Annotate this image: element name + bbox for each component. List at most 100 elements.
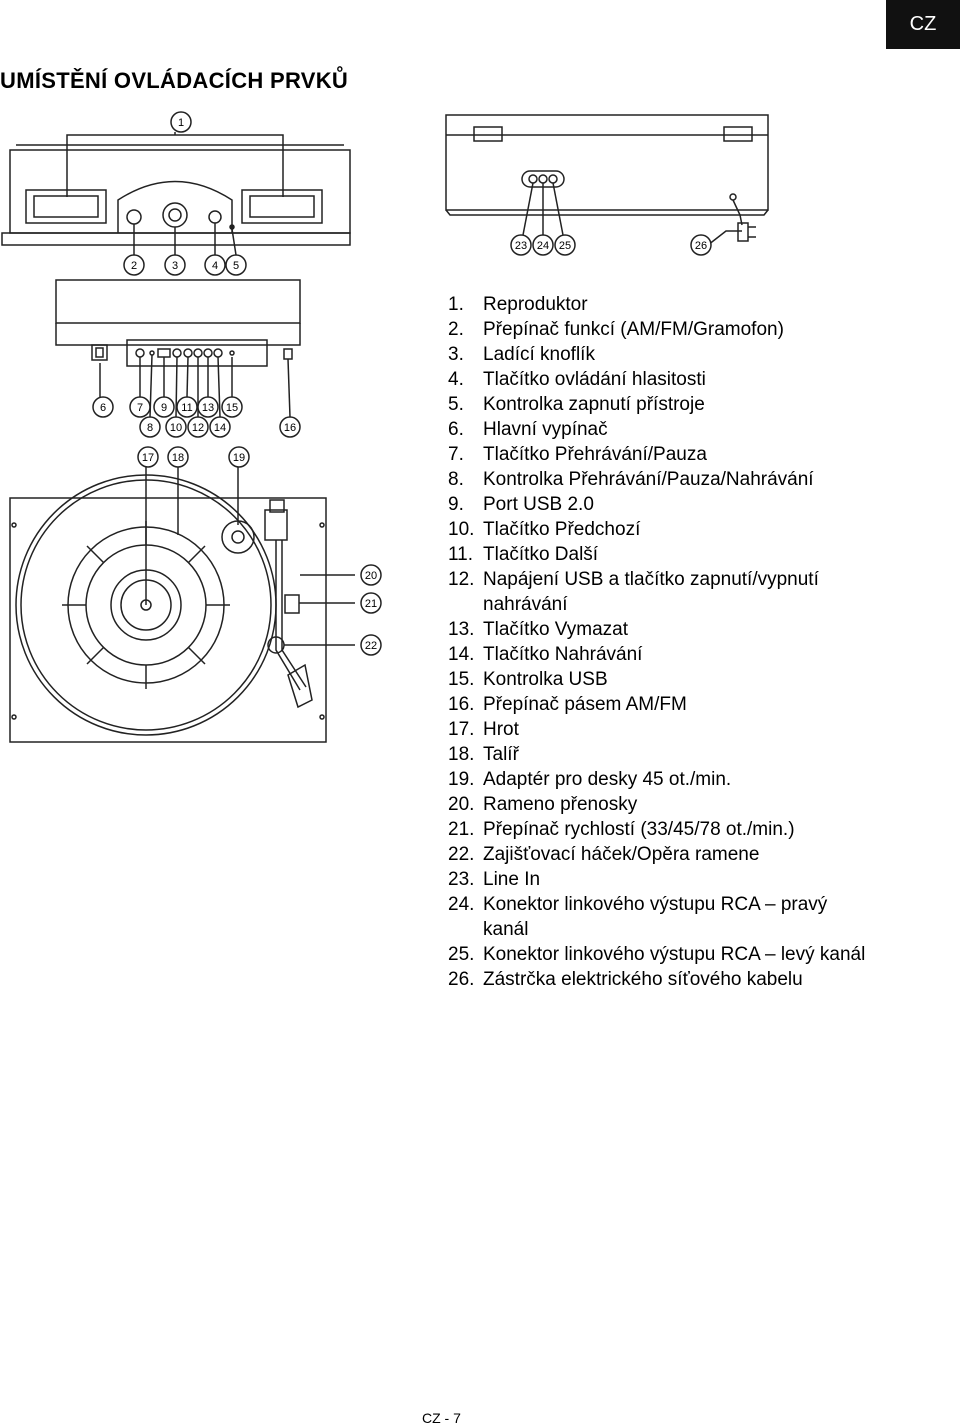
legend-item-number: 25. xyxy=(448,944,475,965)
legend-item-text: Zajišťovací háček/Opěra ramene xyxy=(483,844,760,865)
legend-item-text: Hlavní vypínač xyxy=(483,419,608,440)
legend-item-text: Konektor linkového výstupu RCA – pravý k… xyxy=(483,894,828,940)
legend-item-number: 11. xyxy=(448,544,474,565)
legend-item: 11. Tlačítko Další xyxy=(448,542,868,567)
legend-item: 5. Kontrolka zapnutí přístroje xyxy=(448,392,868,417)
legend-item-number: 17. xyxy=(448,719,475,740)
legend-item-text: Tlačítko Další xyxy=(483,544,599,565)
legend-item-number: 21. xyxy=(448,819,475,840)
callout-26: 26 xyxy=(695,240,707,252)
legend-item-number: 20. xyxy=(448,794,475,815)
legend-item-text: Přepínač pásem AM/FM xyxy=(483,694,687,715)
legend-item-number: 10. xyxy=(448,519,475,540)
callout-6: 6 xyxy=(100,402,106,414)
legend-item-text: Adaptér pro desky 45 ot./min. xyxy=(483,769,732,790)
device-diagram: 1 2 3 4 5 6 7 8 9 10 11 12 13 14 15 16 1… xyxy=(0,105,400,765)
callout-11: 11 xyxy=(181,402,192,414)
legend-item: 15. Kontrolka USB xyxy=(448,667,868,692)
legend-item-number: 15. xyxy=(448,669,475,690)
legend-item-number: 23. xyxy=(448,869,475,890)
callout-17: 17 xyxy=(142,452,154,464)
back-panel-diagram: 23 24 25 26 xyxy=(430,105,770,285)
legend-item-text: Přepínač funkcí (AM/FM/Gramofon) xyxy=(483,319,784,340)
callout-18: 18 xyxy=(172,452,184,464)
callout-16: 16 xyxy=(284,422,296,434)
legend-item: 9. Port USB 2.0 xyxy=(448,492,868,517)
legend-item-text: Port USB 2.0 xyxy=(483,494,594,515)
callout-10: 10 xyxy=(170,422,182,434)
legend-item: 24. Konektor linkového výstupu RCA – prav… xyxy=(448,892,868,942)
legend-item-text: Tlačítko Přehrávání/Pauza xyxy=(483,444,707,465)
legend-item-number: 8. xyxy=(448,469,464,490)
legend-item: 1. Reproduktor xyxy=(448,292,868,317)
legend-item: 23. Line In xyxy=(448,867,868,892)
callout-8: 8 xyxy=(147,422,153,434)
callout-13: 13 xyxy=(202,402,214,414)
legend-item-text: Tlačítko Předchozí xyxy=(483,519,641,540)
legend-item: 13. Tlačítko Vymazat xyxy=(448,617,868,642)
legend-item-text: Napájení USB a tlačítko zapnutí/vypnutí … xyxy=(483,569,819,615)
legend-item-text: Reproduktor xyxy=(483,294,588,315)
page-title: UMÍSTĚNÍ OVLÁDACÍCH PRVKŮ xyxy=(0,68,349,93)
legend-item-text: Zástrčka elektrického síťového kabelu xyxy=(483,969,803,990)
legend-item-number: 7. xyxy=(448,444,464,465)
legend-item-text: Kontrolka Přehrávání/Pauza/Nahrávání xyxy=(483,469,814,490)
callout-22: 22 xyxy=(365,640,377,652)
legend-item: 18. Talíř xyxy=(448,742,868,767)
callout-15: 15 xyxy=(226,402,238,414)
legend-item-number: 6. xyxy=(448,419,464,440)
legend-item-number: 5. xyxy=(448,394,464,415)
legend-item-text: Tlačítko Nahrávání xyxy=(483,644,643,665)
component-legend: 1. Reproduktor 2. Přepínač funkcí (AM/FM/Gr… xyxy=(448,292,868,992)
callout-9: 9 xyxy=(161,402,167,414)
legend-item-text: Rameno přenosky xyxy=(483,794,638,815)
legend-item-text: Talíř xyxy=(483,744,519,765)
callout-5: 5 xyxy=(233,260,239,272)
legend-item: 22. Zajišťovací háček/Opěra ramene xyxy=(448,842,868,867)
legend-item-text: Kontrolka USB xyxy=(483,669,608,690)
callout-20: 20 xyxy=(365,570,377,582)
legend-item-text: Tlačítko Vymazat xyxy=(483,619,629,640)
language-badge: CZ xyxy=(886,0,960,49)
legend-item: 16.Přepínač pásem AM/FM xyxy=(448,692,868,717)
legend-item-text: Hrot xyxy=(483,719,519,740)
legend-item: 14. Tlačítko Nahrávání xyxy=(448,642,868,667)
legend-item: 26.Zástrčka elektrického síťového kabelu xyxy=(448,967,868,992)
page-number: CZ - 7 xyxy=(422,1410,461,1426)
legend-item: 12.Napájení USB a tlačítko zapnutí/vypnu… xyxy=(448,567,868,617)
callout-25: 25 xyxy=(559,240,571,252)
callout-24: 24 xyxy=(537,240,549,252)
legend-item-text: Ladící knoflík xyxy=(483,344,595,365)
legend-item-number: 14. xyxy=(448,644,475,665)
callout-14: 14 xyxy=(214,422,226,434)
legend-item-number: 9. xyxy=(448,494,464,515)
legend-item-text: Line In xyxy=(483,869,541,890)
callout-19: 19 xyxy=(233,452,245,464)
legend-item: 2. Přepínač funkcí (AM/FM/Gramofon) xyxy=(448,317,868,342)
callout-7: 7 xyxy=(137,402,143,414)
legend-item-number: 13. xyxy=(448,619,475,640)
legend-item: 8. Kontrolka Přehrávání/Pauza/Nahrávání xyxy=(448,467,868,492)
legend-item-number: 2. xyxy=(448,319,464,340)
legend-item-number: 22. xyxy=(448,844,475,865)
legend-item-number: 19. xyxy=(448,769,475,790)
legend-item: 25. Konektor linkového výstupu RCA – levý… xyxy=(448,942,868,967)
legend-item-text: Kontrolka zapnutí přístroje xyxy=(483,394,705,415)
legend-item-number: 4. xyxy=(448,369,464,390)
callout-3: 3 xyxy=(172,260,178,272)
legend-item: 4. Tlačítko ovládání hlasitosti xyxy=(448,367,868,392)
legend-item-number: 24. xyxy=(448,894,475,915)
callout-23: 23 xyxy=(515,240,527,252)
legend-item-text: Tlačítko ovládání hlasitosti xyxy=(483,369,706,390)
legend-item-number: 1. xyxy=(448,294,464,315)
callout-4: 4 xyxy=(212,260,218,272)
legend-item: 20. Rameno přenosky xyxy=(448,792,868,817)
legend-item: 6. Hlavní vypínač xyxy=(448,417,868,442)
legend-item: 21.Přepínač rychlostí (33/45/78 ot./min.… xyxy=(448,817,868,842)
legend-item: 17. Hrot xyxy=(448,717,868,742)
legend-item-text: Konektor linkového výstupu RCA – levý ka… xyxy=(483,944,866,965)
legend-item-number: 18. xyxy=(448,744,475,765)
legend-item: 10. Tlačítko Předchozí xyxy=(448,517,868,542)
legend-item: 3.Ladící knoflík xyxy=(448,342,868,367)
callout-1: 1 xyxy=(178,117,184,129)
